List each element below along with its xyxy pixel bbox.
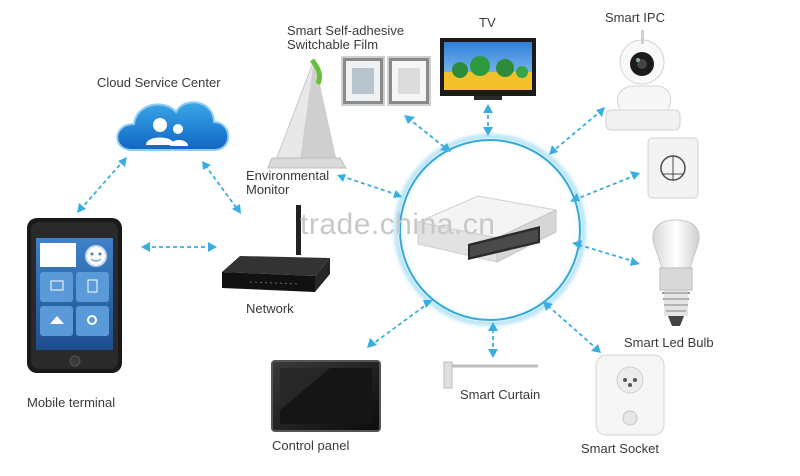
cloud-users-icon [116,101,230,151]
control-panel-icon [271,360,381,432]
touch-switch-icon [647,137,699,199]
watermark: trade.china.cn [300,208,496,241]
tv-label: TV [479,15,496,30]
curtain-motor-icon [443,361,538,389]
arrow-heads [77,104,640,358]
film-label-line1: Smart Self-adhesive [287,23,405,38]
gateway-icon [416,195,558,263]
ip-camera-icon [605,30,681,131]
curtain-label: Smart Curtain [460,387,541,402]
mobile-label: Mobile terminal [27,395,116,410]
environment-sensor-icon [267,58,347,169]
led-bulb-icon [652,219,700,326]
film-label-line2: Switchable Film [287,37,379,52]
socket-label: Smart Socket [581,441,660,456]
bulb-label: Smart Led Bulb [624,335,714,350]
panel-label: Control panel [272,438,350,453]
window-film-icon [341,56,431,106]
smartphone-icon [27,218,122,373]
environmental-label-line2: Monitor [246,182,290,197]
network-label: Network [246,301,294,316]
environmental-label-line1: Environmental [246,168,330,183]
tv-icon [440,38,536,100]
smart-socket-icon [595,354,665,436]
ipc-label: Smart IPC [605,10,665,25]
router-icon [222,205,330,292]
cloud-label: Cloud Service Center [97,75,221,90]
